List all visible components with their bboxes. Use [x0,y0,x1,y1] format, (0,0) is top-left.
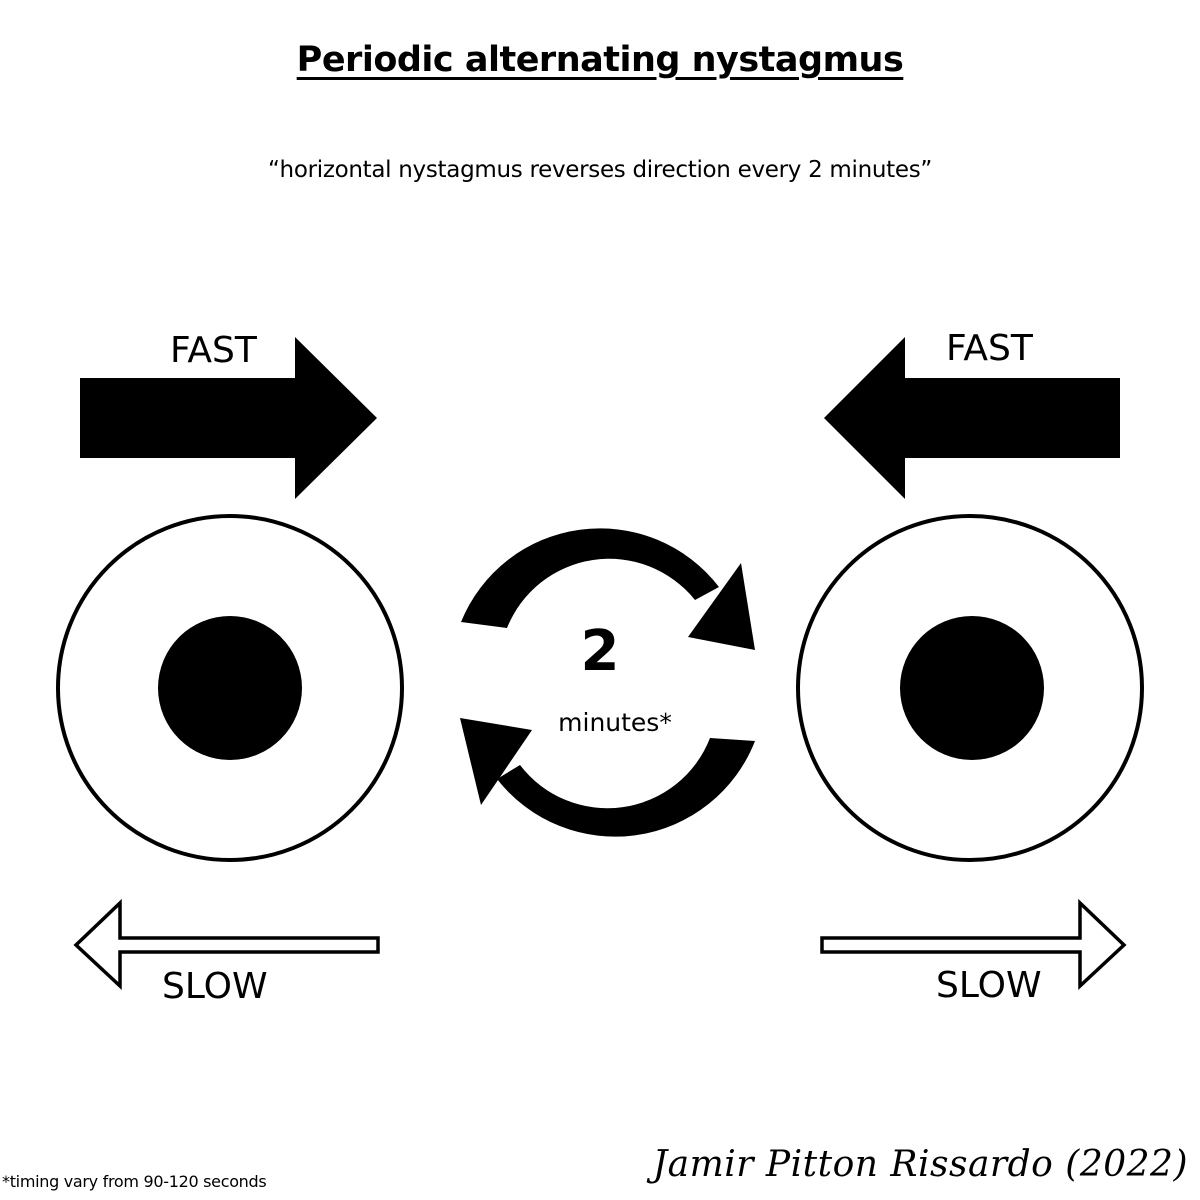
left-slow-label: SLOW [162,966,268,1007]
left-fast-label: FAST [170,330,257,371]
cycle-unit: minutes* [558,708,672,737]
cycle-arrows-icon [460,528,755,837]
left-fast-arrow-icon [80,337,377,499]
footnote: *timing vary from 90-120 seconds [2,1172,267,1191]
left-slow-arrow-icon [73,898,380,991]
diagram-subtitle: “horizontal nystagmus reverses direction… [267,157,933,183]
right-slow-label: SLOW [936,965,1042,1006]
left-eye-pupil [158,616,302,760]
right-fast-arrow-icon [824,337,1120,499]
right-slow-arrow-icon [820,898,1127,991]
diagram-title: Periodic alternating nystagmus [296,40,904,80]
right-fast-label: FAST [946,328,1033,369]
author-signature: Jamir Pitton Rissardo (2022) [652,1144,1188,1185]
left-eye [56,514,404,862]
right-eye-pupil [900,616,1044,760]
cycle-number: 2 [580,619,620,684]
right-eye [796,514,1144,862]
